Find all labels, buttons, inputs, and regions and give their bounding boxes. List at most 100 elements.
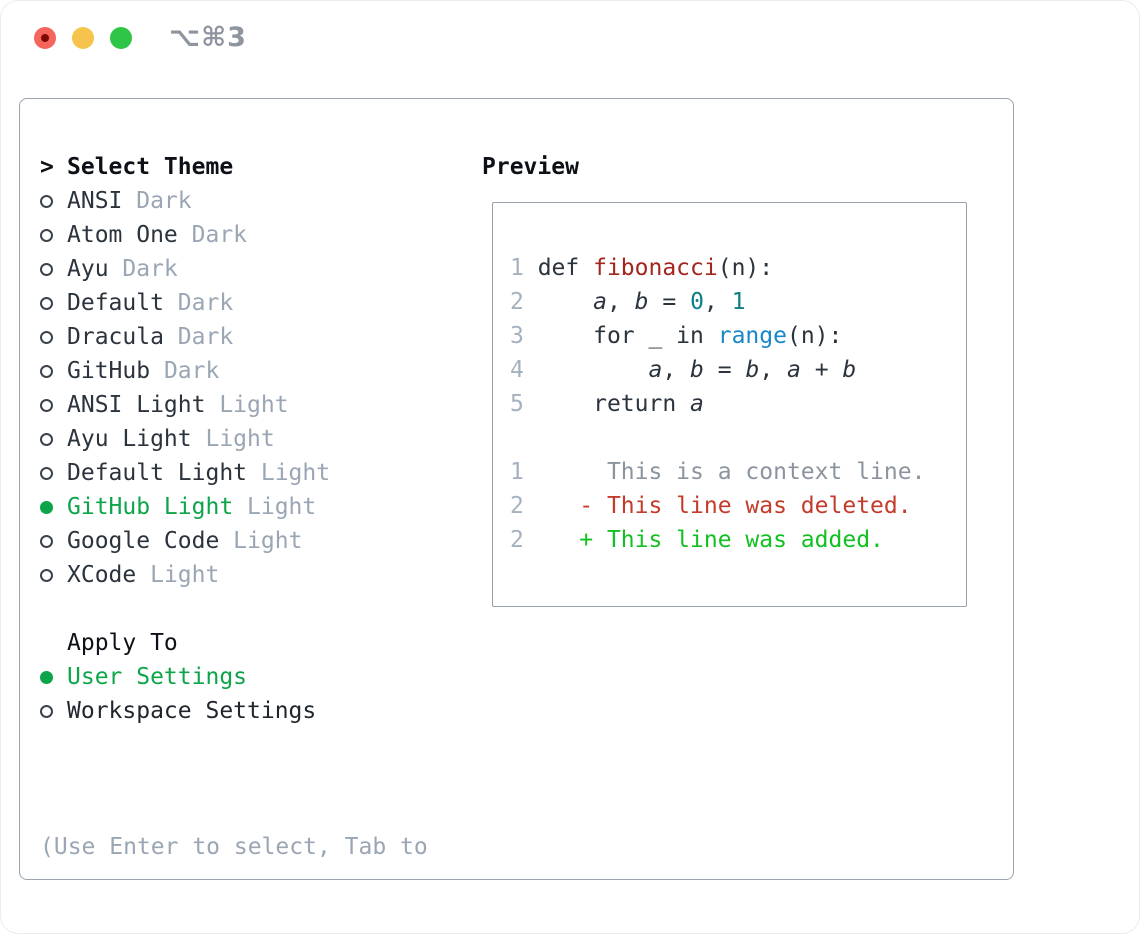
theme-option[interactable]: XCode Light bbox=[40, 558, 482, 592]
code-line: 1 def fibonacci(n): bbox=[510, 251, 966, 285]
theme-name: Ayu Light bbox=[67, 426, 192, 452]
radio-icon bbox=[40, 228, 53, 242]
code-line: 1 This is a context line. bbox=[510, 455, 966, 489]
code-token-var: b bbox=[842, 357, 857, 383]
radio-icon bbox=[40, 398, 53, 412]
theme-variant: Light bbox=[233, 494, 317, 520]
theme-variant: Dark bbox=[163, 290, 234, 316]
radio-icon bbox=[40, 534, 53, 548]
code-token-ln: 2 bbox=[510, 527, 538, 553]
theme-name: ANSI Light bbox=[67, 392, 206, 418]
spacer bbox=[40, 592, 482, 626]
theme-variant: Light bbox=[219, 528, 303, 554]
code-token-p: = bbox=[703, 357, 746, 383]
select-theme-header: > Select Theme bbox=[40, 150, 482, 184]
theme-variant: Light bbox=[205, 392, 289, 418]
theme-variant: Light bbox=[136, 562, 220, 588]
theme-option[interactable]: Ayu Dark bbox=[40, 252, 482, 286]
theme-option[interactable]: Dracula Dark bbox=[40, 320, 482, 354]
apply-to-title: Apply To bbox=[67, 630, 178, 656]
theme-variant: Dark bbox=[108, 256, 178, 282]
apply-to-header: Apply To bbox=[40, 626, 482, 660]
radio-icon bbox=[40, 704, 53, 718]
titlebar: ⌥⌘3 bbox=[1, 1, 1139, 75]
keyboard-hint-line1: (Use Enter to select, Tab to bbox=[40, 834, 428, 860]
code-token-p: (n): bbox=[717, 255, 774, 281]
code-token-ln: 1 bbox=[510, 459, 538, 485]
preview-column: Preview 1 def fibonacci(n):2 a, b = 0, 1… bbox=[482, 99, 1013, 879]
code-token-p: , bbox=[759, 357, 788, 383]
code-token-p bbox=[538, 357, 649, 383]
theme-name: XCode bbox=[67, 562, 137, 588]
radio-icon bbox=[40, 432, 53, 446]
code-token-p bbox=[538, 289, 593, 315]
code-line: 3 for _ in range(n): bbox=[510, 319, 966, 353]
code-token-var: a bbox=[648, 357, 663, 383]
code-token-fn: fibonacci bbox=[593, 255, 718, 281]
theme-option[interactable]: Default Dark bbox=[40, 286, 482, 320]
code-token-p: , bbox=[703, 289, 732, 315]
theme-option[interactable]: GitHub Dark bbox=[40, 354, 482, 388]
radio-icon bbox=[40, 330, 53, 344]
close-button[interactable] bbox=[34, 27, 56, 49]
code-token-bi: range bbox=[717, 323, 787, 349]
theme-name: Default bbox=[67, 290, 164, 316]
theme-option[interactable]: GitHub Light Light bbox=[40, 490, 482, 524]
theme-name: GitHub bbox=[67, 358, 151, 384]
theme-option[interactable]: ANSI Dark bbox=[40, 184, 482, 218]
code-token-var: b bbox=[634, 289, 649, 315]
code-token-ln: 4 bbox=[510, 357, 538, 383]
code-token-ctx: This is a context line. bbox=[537, 459, 926, 485]
code-token-num: 0 bbox=[690, 289, 704, 315]
theme-variant: Light bbox=[247, 460, 331, 486]
theme-option[interactable]: Atom One Dark bbox=[40, 218, 482, 252]
code-line: 2 a, b = 0, 1 bbox=[510, 285, 966, 319]
keyboard-hint: (Use Enter to select, Tab to change focu… bbox=[40, 762, 482, 933]
theme-variant: Dark bbox=[163, 324, 234, 350]
radio-icon bbox=[40, 262, 53, 276]
code-token-var: b bbox=[690, 357, 704, 383]
theme-name: ANSI bbox=[67, 188, 123, 214]
code-token-ln: 1 bbox=[510, 255, 538, 281]
theme-name: GitHub Light bbox=[67, 494, 234, 520]
theme-name: Google Code bbox=[67, 528, 220, 554]
code-token-p: for _ in bbox=[537, 323, 718, 349]
radio-icon bbox=[40, 568, 53, 582]
code-token-ln: 2 bbox=[510, 289, 538, 315]
radio-icon bbox=[40, 296, 53, 310]
code-token-var: a bbox=[690, 391, 704, 417]
code-token-del: - This line was deleted. bbox=[537, 493, 912, 519]
theme-option[interactable]: Default Light Light bbox=[40, 456, 482, 490]
radio-icon bbox=[40, 364, 53, 378]
select-theme-title: Select Theme bbox=[67, 154, 234, 180]
code-line bbox=[510, 421, 966, 455]
code-line: 4 a, b = b, a + b bbox=[510, 353, 966, 387]
theme-option[interactable]: ANSI Light Light bbox=[40, 388, 482, 422]
theme-option[interactable]: Google Code Light bbox=[40, 524, 482, 558]
apply-to-option[interactable]: User Settings bbox=[40, 660, 482, 694]
code-token-var: a bbox=[787, 357, 801, 383]
code-token-p: def bbox=[537, 255, 594, 281]
minimize-button[interactable] bbox=[72, 27, 94, 49]
code-token-add: + This line was added. bbox=[537, 527, 884, 553]
theme-name: Ayu bbox=[67, 256, 109, 282]
apply-to-option[interactable]: Workspace Settings bbox=[40, 694, 482, 728]
zoom-button[interactable] bbox=[110, 27, 132, 49]
theme-name: Default Light bbox=[67, 460, 248, 486]
theme-name: Atom One bbox=[67, 222, 178, 248]
prompt-caret: > bbox=[40, 154, 54, 180]
window-shortcut-label: ⌥⌘3 bbox=[169, 22, 247, 53]
spacer bbox=[40, 728, 482, 762]
code-token-ln: 5 bbox=[510, 391, 538, 417]
apply-to-label: User Settings bbox=[67, 664, 248, 690]
code-token-p: , bbox=[606, 289, 635, 315]
code-token-p: = bbox=[648, 289, 691, 315]
theme-option[interactable]: Ayu Light Light bbox=[40, 422, 482, 456]
code-token-p: (n): bbox=[786, 323, 843, 349]
